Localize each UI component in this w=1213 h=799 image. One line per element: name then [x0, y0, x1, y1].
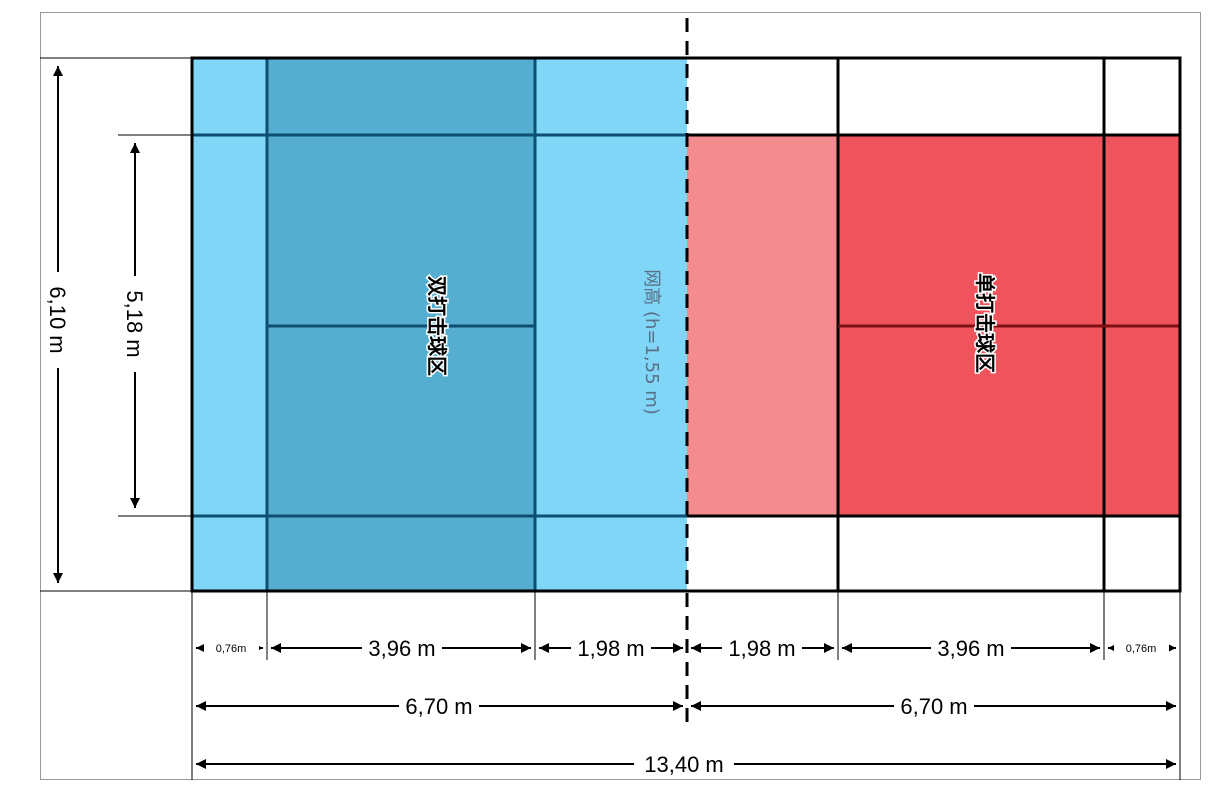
service-depth-left-label: 3,96 m — [368, 636, 435, 661]
court-outline — [190, 56, 1182, 593]
short-service-right-label: 1,98 m — [728, 636, 795, 661]
doubles-zone-label: 双打击球区 — [425, 276, 449, 376]
dim-bg — [123, 276, 149, 372]
back-alley-right-label: 0,76m — [1126, 643, 1157, 655]
back-alley-left-label: 0,76m — [216, 643, 247, 655]
extension-lines — [40, 57, 1181, 780]
service-depth-right-label: 3,96 m — [937, 636, 1004, 661]
singles-zone-light — [687, 135, 838, 516]
court-width-label: 6,10 m — [45, 286, 70, 353]
net-height-label: 网高 (h=1,55 m) — [641, 269, 662, 415]
diagram-frame — [40, 12, 1201, 780]
dim-bg — [894, 694, 974, 718]
half-length-right-label: 6,70 m — [900, 694, 967, 719]
singles-width-label: 5,18 m — [122, 290, 147, 357]
dim-bg — [722, 636, 802, 660]
dim-bg — [931, 636, 1011, 660]
singles-zone-label: 单打击球区 — [973, 273, 997, 373]
total-length-label: 13,40 m — [644, 752, 724, 777]
dim-bg — [46, 272, 72, 368]
half-length-left-label: 6,70 m — [405, 694, 472, 719]
short-service-left-label: 1,98 m — [577, 636, 644, 661]
dim-bg — [399, 694, 479, 718]
dim-bg — [571, 636, 651, 660]
dim-bg — [204, 640, 259, 656]
doubles-court-lines — [192, 58, 687, 591]
dim-bg — [362, 636, 442, 660]
dim-bg — [634, 752, 734, 776]
dim-bg — [1114, 640, 1169, 656]
